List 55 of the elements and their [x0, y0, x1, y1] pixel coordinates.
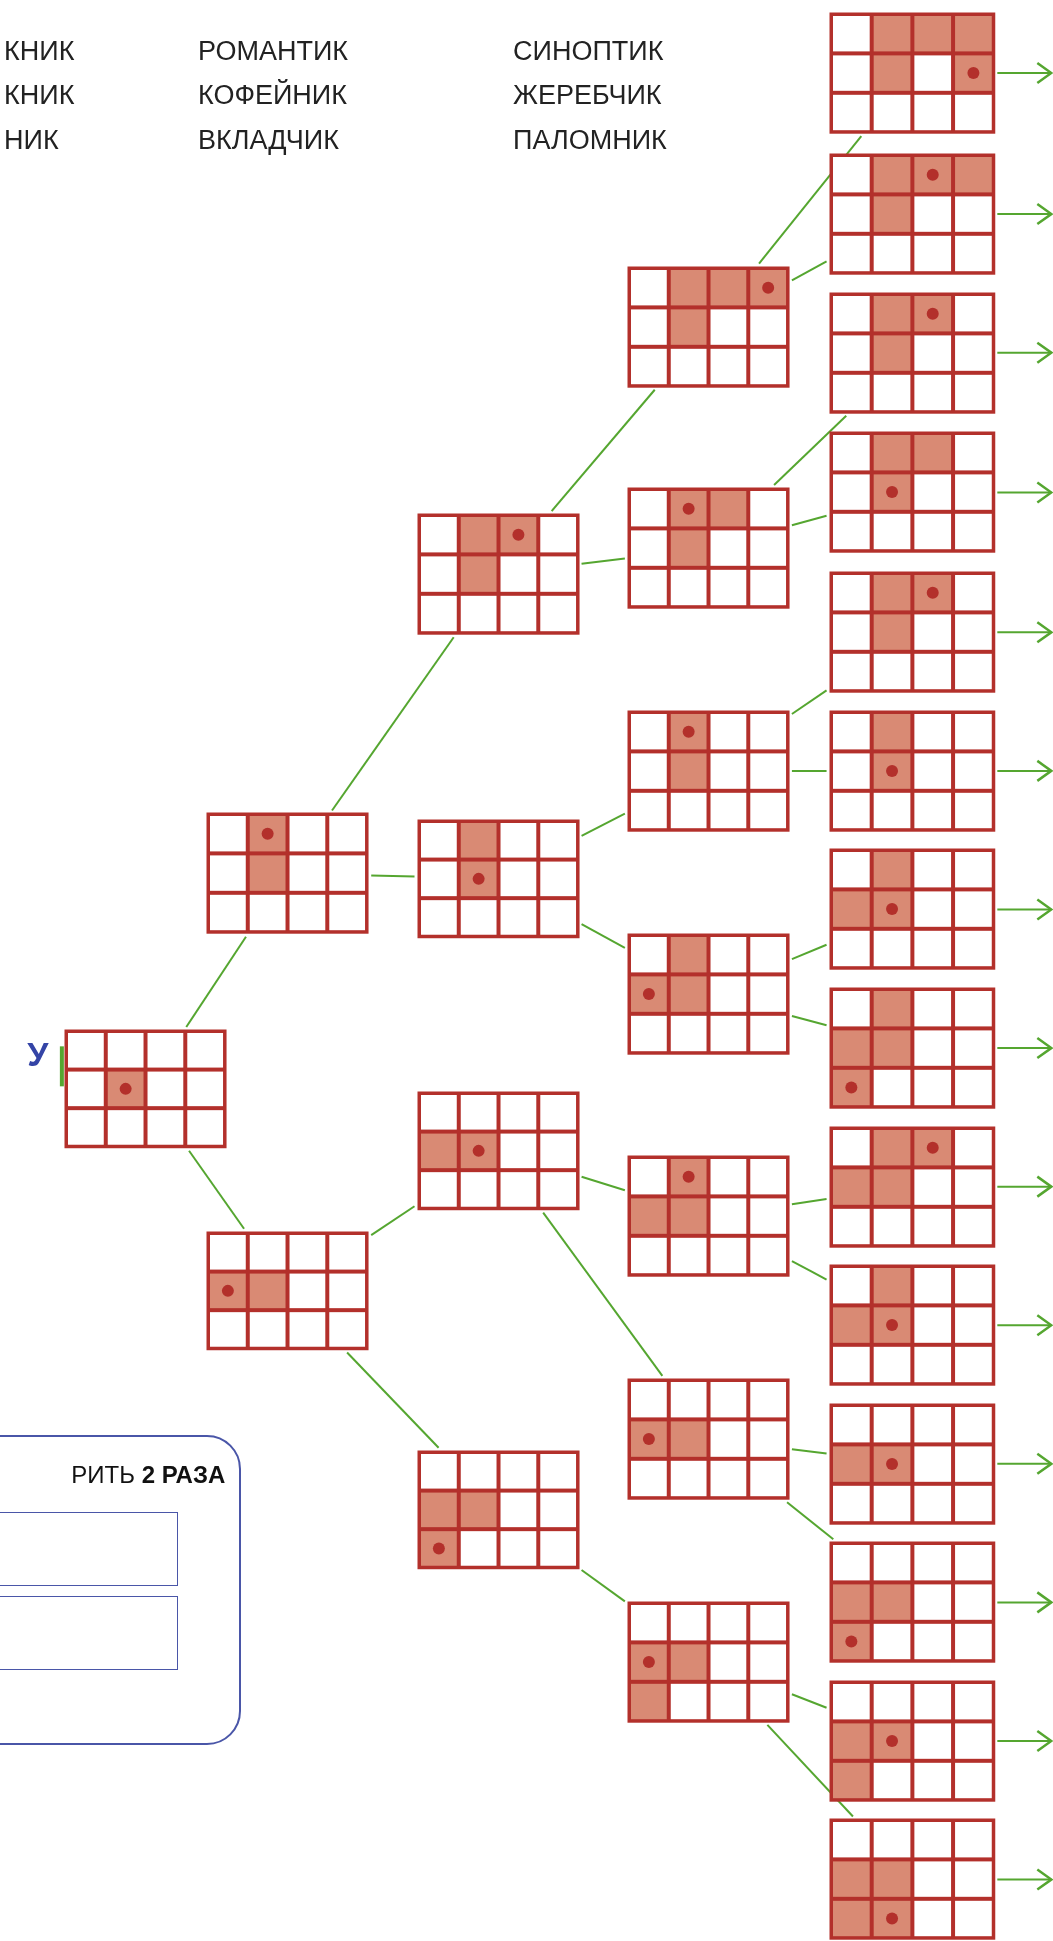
- answer-box: [0, 1511, 178, 1586]
- word-label: НИК: [4, 127, 59, 154]
- connector-line: [786, 1501, 835, 1541]
- word-label: КНИК: [4, 38, 75, 65]
- arrow: [996, 1729, 1053, 1753]
- word-label: ЖЕРЕБЧИК: [513, 82, 662, 109]
- connector-line: [346, 1351, 440, 1449]
- connector-line: [331, 636, 455, 812]
- connector-line: [790, 514, 828, 527]
- arrow: [996, 61, 1053, 85]
- connector-line: [790, 689, 828, 715]
- connector-line: [766, 1723, 854, 1818]
- arrow: [996, 759, 1053, 783]
- arrow: [996, 1591, 1053, 1614]
- connector-line: [580, 812, 626, 837]
- connector-line: [790, 260, 828, 282]
- arrow: [996, 341, 1053, 364]
- connector-line: [790, 1198, 828, 1206]
- connector-line: [370, 1205, 416, 1237]
- arrow: [996, 1313, 1053, 1337]
- connector-line: [580, 1569, 626, 1603]
- arrow: [996, 621, 1053, 644]
- connector-line: [185, 935, 247, 1028]
- start-letter: У: [27, 1036, 49, 1071]
- instruction-text: РИТЬ 2 РАЗА: [71, 1461, 226, 1490]
- connector-line: [790, 1014, 828, 1027]
- arrow: [996, 202, 1053, 226]
- word-label: РОМАНТИК: [198, 38, 349, 65]
- connector-line: [59, 1046, 63, 1087]
- connector-line: [790, 769, 828, 772]
- arrow: [996, 1175, 1053, 1198]
- connector-line: [790, 1448, 828, 1455]
- arrow: [996, 1036, 1053, 1060]
- grid-drawing: [204, 810, 372, 937]
- connector-line: [580, 557, 626, 565]
- connector-line: [580, 923, 626, 949]
- word-label: СИНОПТИК: [513, 38, 664, 65]
- connector-line: [790, 943, 828, 961]
- connector-line: [542, 1211, 664, 1377]
- word-label: КНИК: [4, 82, 75, 109]
- connector-line: [188, 1149, 246, 1230]
- arrow: [996, 1868, 1053, 1891]
- arrow: [996, 1452, 1053, 1476]
- answer-panel: [0, 1435, 242, 1745]
- connector-line: [773, 414, 848, 487]
- answer-box: [0, 1595, 178, 1670]
- connector-line: [790, 1260, 828, 1281]
- connector-line: [370, 874, 416, 878]
- word-label: ВКЛАДЧИК: [198, 127, 339, 154]
- connector-line: [790, 1693, 828, 1709]
- arrow: [996, 898, 1053, 921]
- arrow: [996, 481, 1053, 504]
- word-label: ПАЛОМНИК: [513, 127, 667, 154]
- connector-line: [580, 1175, 626, 1192]
- connector-line: [550, 388, 656, 513]
